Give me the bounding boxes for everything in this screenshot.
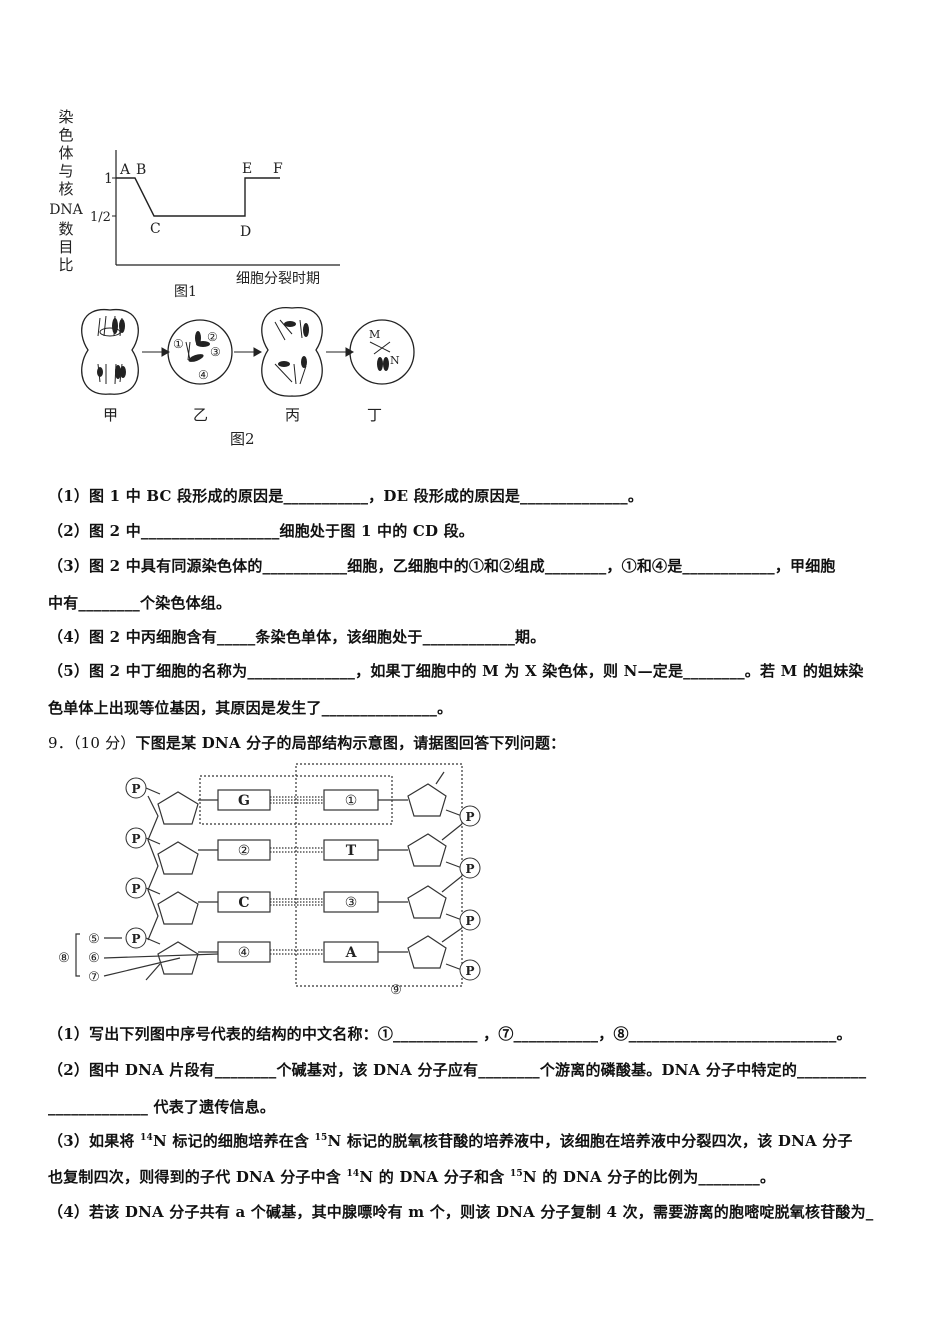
fig1-ylabel-char: 目 bbox=[58, 238, 73, 256]
fig1-point-a: A bbox=[119, 162, 131, 178]
q8-line-1: （1）图 1 中 BC 段形成的原因是___________，DE 段形成的原因… bbox=[48, 487, 644, 505]
phosphate-label: P bbox=[131, 782, 140, 796]
base-right-4: A bbox=[345, 945, 358, 961]
q9-line-2: （2）图中 DNA 片段有________个碱基对，该 DNA 分子应有____… bbox=[48, 1061, 867, 1079]
fig1-ylabel-char: 与 bbox=[58, 162, 73, 180]
q9-line-4-c: N 标记的脱氧核苷酸的培养液中，该细胞在培养液中分裂四次，该 DNA 分子 bbox=[327, 1132, 853, 1150]
phosphate-label: P bbox=[465, 810, 474, 824]
dna-diagram: P P P P P P P P G ② C ④ ① T ③ A ⑤ ⑥ ⑦ ⑧ … bbox=[58, 763, 481, 998]
phosphate-right bbox=[459, 805, 481, 981]
q9-line-5-b: N 的 DNA 分子和含 bbox=[359, 1168, 510, 1186]
q8-line-5: （4）图 2 中丙细胞含有_____条染色单体，该细胞处于___________… bbox=[48, 628, 546, 646]
cell-label-yi: 乙 bbox=[193, 406, 208, 424]
phosphate-label: P bbox=[465, 862, 474, 876]
fig1-tick-half: 1/2 bbox=[90, 210, 111, 225]
figure1-chart: 染 色 体 与 核 DNA 数 目 比 1 1/2 A B C D E F 细胞… bbox=[49, 108, 340, 300]
q9-line-4-a: （3）如果将 bbox=[48, 1132, 141, 1150]
sup-15: 15 bbox=[314, 1133, 328, 1143]
dotted-box-9 bbox=[295, 763, 463, 987]
sup-14: 14 bbox=[346, 1169, 360, 1179]
arrow-icon bbox=[142, 347, 171, 357]
base-right-1: ① bbox=[345, 793, 358, 809]
phosphate-label: P bbox=[131, 882, 140, 896]
figure2-cells: ① ② ③ ④ M N 甲 乙 bbox=[81, 307, 415, 448]
fig1-line bbox=[116, 177, 280, 217]
fig1-ylabel-char: 染 bbox=[58, 108, 73, 126]
q9-number: 9．（10 分） bbox=[48, 734, 136, 752]
q9-line-5-c: N 的 DNA 分子的比例为________。 bbox=[522, 1168, 776, 1186]
q9-line-5-a: 也复制四次，则得到的子代 DNA 分子中含 bbox=[48, 1168, 347, 1186]
yi-mark-4: ④ bbox=[198, 368, 209, 382]
q9-line-4-b: N 标记的细胞培养在含 bbox=[153, 1132, 315, 1150]
base-left-2: ② bbox=[238, 843, 251, 859]
label-6: ⑥ bbox=[88, 951, 100, 966]
sup-14: 14 bbox=[140, 1133, 153, 1143]
phosphate-label: P bbox=[465, 914, 474, 928]
fig1-caption: 图1 bbox=[174, 284, 197, 300]
ding-mark-n: N bbox=[390, 354, 400, 367]
label-9: ⑨ bbox=[390, 983, 402, 998]
fig1-ylabel-char: 比 bbox=[58, 256, 73, 274]
fig1-point-d: D bbox=[240, 224, 251, 240]
fig1-point-b: B bbox=[136, 162, 146, 178]
q9-line-4: （3）如果将 14N 标记的细胞培养在含 15N 标记的脱氧核苷酸的培养液中，该… bbox=[48, 1130, 853, 1151]
base-right-3: ③ bbox=[345, 895, 358, 911]
q8-line-7: 色单体上出现等位基因，其原因是发生了_______________。 bbox=[48, 699, 453, 717]
cell-bing bbox=[261, 307, 323, 397]
base-left-3: C bbox=[238, 895, 249, 911]
fig1-point-f: F bbox=[273, 161, 283, 177]
fig1-xlabel: 细胞分裂时期 bbox=[236, 271, 320, 287]
fig1-ylabel-char: 色 bbox=[58, 126, 73, 144]
phosphate-label: P bbox=[131, 932, 140, 946]
fig1-ylabel-char: 核 bbox=[58, 180, 73, 198]
fig1-ylabel-char: DNA bbox=[49, 202, 83, 218]
sup-15: 15 bbox=[509, 1169, 523, 1179]
base-left-4: ④ bbox=[238, 945, 251, 961]
q9-line-5: 也复制四次，则得到的子代 DNA 分子中含 14N 的 DNA 分子和含 15N… bbox=[48, 1166, 775, 1187]
cell-yi: ① ② ③ ④ bbox=[167, 319, 233, 385]
q8-line-2: （2）图 2 中__________________细胞处于图 1 中的 CD … bbox=[48, 522, 474, 540]
fig1-point-e: E bbox=[242, 161, 252, 177]
fig2-caption: 图2 bbox=[230, 430, 255, 448]
label-7: ⑦ bbox=[88, 970, 100, 985]
q9-stem-text: 下图是某 DNA 分子的局部结构示意图，请据图回答下列问题： bbox=[135, 734, 566, 752]
arrow-icon bbox=[326, 347, 355, 357]
cell-label-ding: 丁 bbox=[367, 406, 382, 424]
yi-mark-1: ① bbox=[173, 337, 184, 351]
q8-line-6: （5）图 2 中丁细胞的名称为______________，如果丁细胞中的 M … bbox=[48, 662, 864, 680]
phosphate-label: P bbox=[465, 964, 474, 978]
fig1-ylabel-char: 数 bbox=[58, 220, 73, 238]
fig1-point-c: C bbox=[150, 221, 161, 237]
q9-stem: 9．（10 分）下图是某 DNA 分子的局部结构示意图，请据图回答下列问题： bbox=[48, 732, 565, 753]
q8-line-3: （3）图 2 中具有同源染色体的___________细胞，乙细胞中的①和②组成… bbox=[48, 557, 836, 575]
q9-line-1: （1）写出下列图中序号代表的结构的中文名称：①___________ ，⑦___… bbox=[48, 1025, 852, 1043]
phosphate-left bbox=[125, 777, 147, 949]
cell-ding: M N bbox=[349, 319, 415, 385]
phosphate-label: P bbox=[131, 832, 140, 846]
fig1-ylabel-char: 体 bbox=[58, 144, 73, 162]
label-5: ⑤ bbox=[88, 932, 100, 947]
cell-jia bbox=[81, 309, 139, 395]
yi-mark-2: ② bbox=[207, 330, 218, 344]
q8-line-4: 中有________个染色体组。 bbox=[48, 594, 232, 612]
q9-line-6: （4）若该 DNA 分子共有 a 个碱基，其中腺嘌呤有 m 个，则该 DNA 分… bbox=[48, 1203, 874, 1221]
base-right-2: T bbox=[346, 843, 357, 859]
fig1-tick-1: 1 bbox=[104, 171, 113, 187]
arrow-icon bbox=[234, 347, 263, 357]
yi-mark-3: ③ bbox=[210, 345, 221, 359]
cell-label-bing: 丙 bbox=[285, 406, 300, 424]
label-8: ⑧ bbox=[58, 951, 70, 966]
cell-label-jia: 甲 bbox=[103, 406, 118, 424]
ding-mark-m: M bbox=[369, 328, 380, 341]
q9-line-3: _____________ 代表了遗传信息。 bbox=[48, 1098, 276, 1116]
base-left-1: G bbox=[238, 793, 250, 809]
